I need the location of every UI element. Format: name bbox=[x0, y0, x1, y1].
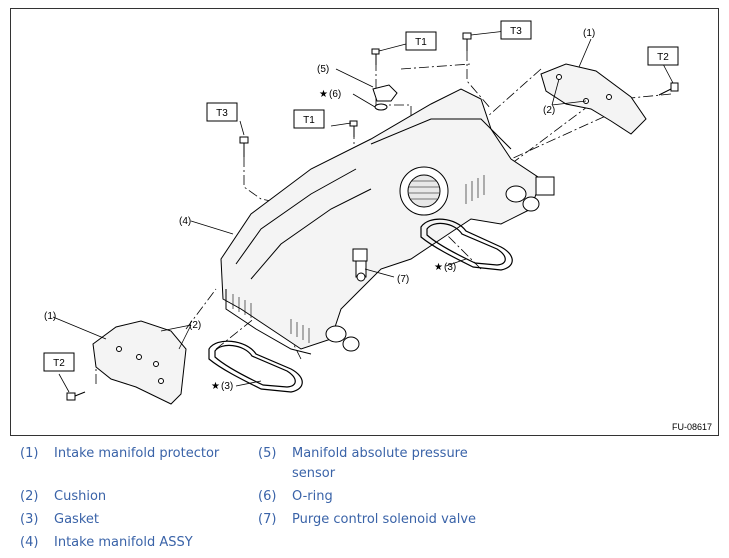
callout-5: (5) bbox=[317, 64, 329, 75]
torque-label-t2-right: T2 bbox=[647, 46, 679, 66]
svg-text:T2: T2 bbox=[657, 52, 669, 63]
protector-right bbox=[540, 63, 647, 135]
diagram-canvas: T1 T1 T2 T2 T3 T3 (1) (1) (2) (2) (3) (3… bbox=[43, 20, 679, 405]
callout-3-front: (3) bbox=[221, 381, 233, 392]
callout-6: (6) bbox=[329, 89, 341, 100]
parts-legend: (1)Intake manifold protector (2)Cushion … bbox=[20, 446, 477, 550]
star-icon: ★ bbox=[211, 381, 220, 392]
bolt-t3-left bbox=[239, 136, 249, 157]
bolt-t3-top bbox=[462, 32, 472, 51]
bolt-t1-left bbox=[349, 120, 358, 137]
purge-solenoid-valve bbox=[352, 248, 368, 282]
svg-text:T1: T1 bbox=[415, 37, 427, 48]
callout-1-left: (1) bbox=[44, 311, 56, 322]
callout-3-rear: (3) bbox=[444, 262, 456, 273]
torque-label-t1-top: T1 bbox=[405, 31, 437, 51]
star-icon: ★ bbox=[319, 89, 328, 100]
intake-manifold-assy bbox=[220, 88, 555, 355]
callout-1-right: (1) bbox=[583, 28, 595, 39]
bolt-t1-top bbox=[371, 48, 380, 65]
gasket-rear bbox=[420, 218, 513, 271]
callout-2-right: (2) bbox=[543, 105, 555, 116]
callout-4: (4) bbox=[179, 216, 191, 227]
svg-text:T1: T1 bbox=[303, 115, 315, 126]
svg-text:T3: T3 bbox=[216, 108, 228, 119]
figure-code: FU-08617 bbox=[671, 422, 712, 432]
svg-text:T3: T3 bbox=[510, 26, 522, 37]
torque-label-t1-left: T1 bbox=[293, 109, 325, 129]
protector-left bbox=[92, 320, 187, 405]
callout-7: (7) bbox=[397, 274, 409, 285]
gasket-front bbox=[208, 340, 303, 393]
bolt-t2-left bbox=[66, 391, 86, 401]
torque-label-t3-left: T3 bbox=[206, 102, 238, 122]
torque-label-t2-left: T2 bbox=[43, 352, 75, 372]
bolts bbox=[66, 32, 679, 401]
bolt-t2-right bbox=[658, 82, 679, 96]
o-ring bbox=[374, 103, 388, 111]
star-icon: ★ bbox=[434, 262, 443, 273]
svg-text:T2: T2 bbox=[53, 358, 65, 369]
exploded-view-figure: T1 T1 T2 T2 T3 T3 (1) (1) (2) (2) (3) (3… bbox=[10, 8, 719, 436]
leader-lines bbox=[52, 30, 674, 393]
callout-2-left: (2) bbox=[189, 320, 201, 331]
map-sensor bbox=[372, 84, 398, 111]
torque-label-t3-top: T3 bbox=[500, 20, 532, 40]
